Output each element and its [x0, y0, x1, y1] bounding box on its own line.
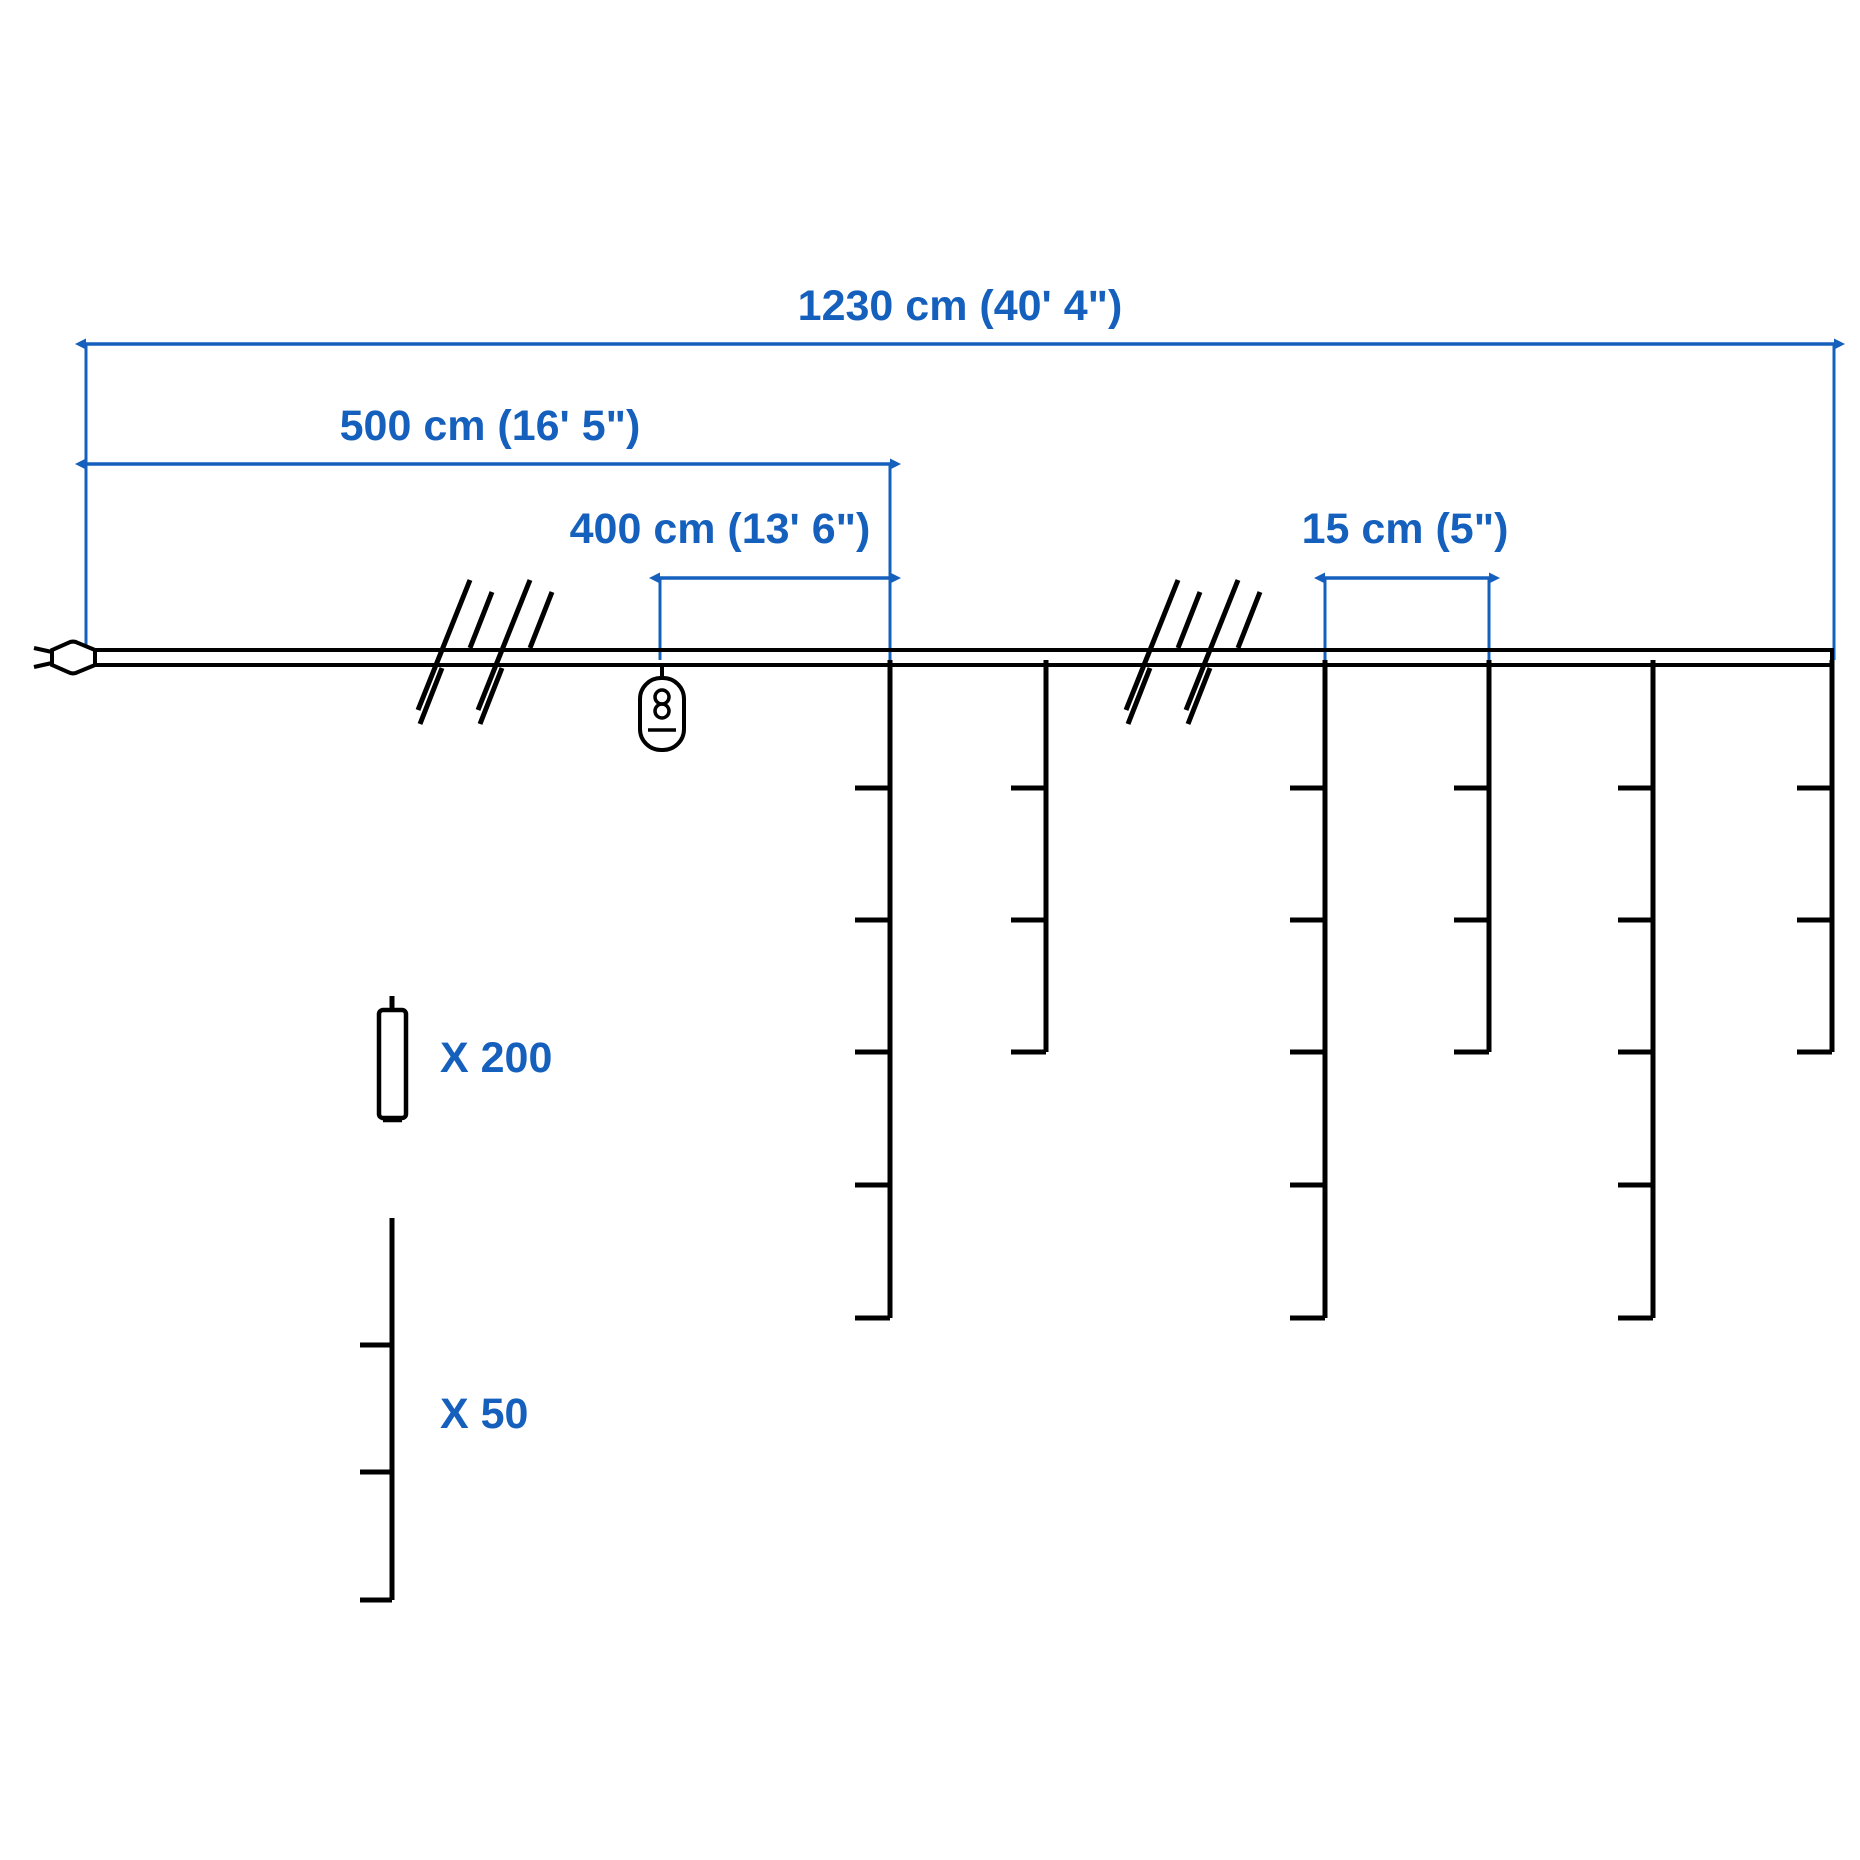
bulb-tick-group: [855, 785, 890, 1188]
legend-bulb-count: X 200: [376, 996, 552, 1123]
plug-prong-bottom: [33, 661, 53, 669]
plug-prong-top: [33, 646, 53, 654]
legend-drop-strand-label: X 50: [440, 1390, 528, 1438]
drop-strand: [855, 660, 893, 1321]
inline-switch-icon: [638, 665, 686, 752]
dimension-switch-to-first-drop: 400 cm (13' 6"): [570, 505, 901, 660]
drop-strand: [1618, 660, 1656, 1321]
dimension-label-total: 1230 cm (40' 4"): [798, 282, 1123, 330]
switch-button-lower: [653, 702, 671, 720]
drop-strand: [1454, 660, 1492, 1055]
drop-strand: [1290, 660, 1328, 1321]
dimension-label-15: 15 cm (5"): [1302, 505, 1509, 553]
plug-body: [50, 639, 97, 676]
switch-body: [638, 676, 686, 752]
legend-bulb-label: X 200: [440, 1034, 552, 1082]
bulb-tick-group: [1618, 785, 1653, 1188]
dimension-drop-spacing: 15 cm (5"): [1302, 505, 1509, 660]
bulb-tick-group: [1011, 785, 1046, 923]
bulb-tick-group: [1290, 785, 1325, 1188]
drop-strand: [1011, 660, 1049, 1055]
dimension-label-500: 500 cm (16' 5"): [340, 402, 641, 450]
plug-icon: [33, 639, 97, 676]
main-cable: [95, 648, 1834, 667]
bulb-body: [376, 1007, 409, 1121]
legend-drop-strand-count: X 50: [360, 1218, 528, 1603]
dimension-lead-to-first-drop: 500 cm (16' 5"): [75, 402, 901, 660]
break-hatch-marks-right: [1123, 579, 1263, 725]
bulb-tick-group: [1454, 785, 1489, 923]
dimension-label-400: 400 cm (13' 6"): [570, 505, 871, 553]
drop-strand: [1797, 660, 1835, 1055]
drop-strand-icon: [360, 1218, 395, 1603]
break-hatch-marks-left: [415, 579, 555, 725]
bulb-icon: [376, 996, 409, 1123]
bulb-tick-group: [1797, 785, 1832, 923]
dimension-total-length: 1230 cm (40' 4"): [75, 282, 1845, 660]
